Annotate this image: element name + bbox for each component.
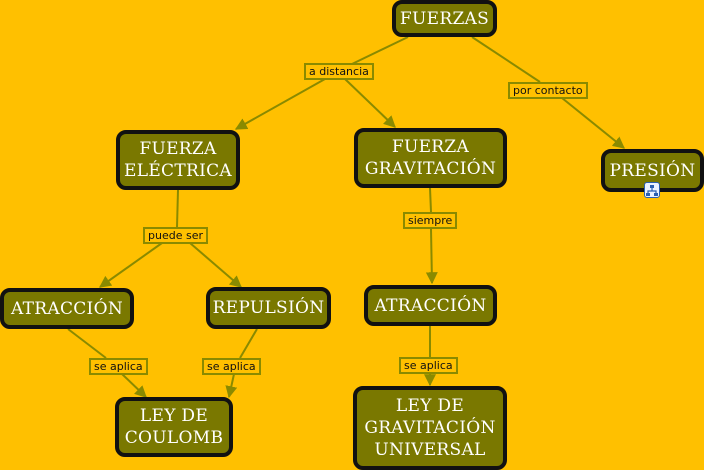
node-ley-coulomb[interactable]: LEY DE COULOMB xyxy=(115,397,233,457)
edge-fuerzas-por-contacto xyxy=(471,36,541,83)
edge-gravitacion-siempre xyxy=(429,187,432,213)
concept-map-attachment-icon[interactable] xyxy=(644,182,660,198)
link-se-aplica-3[interactable]: se aplica xyxy=(399,357,458,374)
edge-repulsion-se-aplica-2 xyxy=(239,328,258,359)
link-se-aplica-2[interactable]: se aplica xyxy=(202,358,261,375)
link-siempre[interactable]: siempre xyxy=(403,212,458,229)
edge-puede-ser-repulsion xyxy=(189,242,242,288)
node-atraccion-gravitacion[interactable]: ATRACCIÓN xyxy=(364,285,497,326)
node-fuerza-gravitacion[interactable]: FUERZA GRAVITACIÓN xyxy=(354,128,507,188)
link-a-distancia[interactable]: a distancia xyxy=(304,63,374,80)
node-atraccion-electrica[interactable]: ATRACCIÓN xyxy=(0,288,134,329)
attachment-glyph xyxy=(646,185,658,196)
link-puede-ser[interactable]: puede ser xyxy=(143,227,208,244)
node-repulsion[interactable]: REPULSIÓN xyxy=(206,287,331,329)
edge-por-contacto-presion xyxy=(561,97,625,149)
node-ley-gravitacion-universal[interactable]: LEY DE GRAVITACIÓN UNIVERSAL xyxy=(353,386,507,470)
node-presion[interactable]: PRESIÓN xyxy=(601,149,704,192)
edge-siempre-atraccion xyxy=(425,228,438,285)
node-fuerzas[interactable]: FUERZAS xyxy=(392,0,497,37)
edge-puede-ser-atraccion xyxy=(99,242,163,288)
edge-atraccion-se-aplica-1 xyxy=(67,328,107,359)
node-fuerza-electrica[interactable]: FUERZA ELÉCTRICA xyxy=(116,130,240,190)
edge-a-distancia-electrica xyxy=(234,78,326,130)
edge-electrica-puede-ser xyxy=(176,189,179,228)
edge-se-aplica-1-coulomb xyxy=(121,373,147,398)
edge-se-aplica-2-coulomb xyxy=(225,373,238,399)
link-por-contacto[interactable]: por contacto xyxy=(508,82,588,99)
link-se-aplica-1[interactable]: se aplica xyxy=(89,358,148,375)
edge-a-distancia-gravitacion xyxy=(344,78,396,128)
edge-fuerzas-a-distancia xyxy=(351,36,409,65)
